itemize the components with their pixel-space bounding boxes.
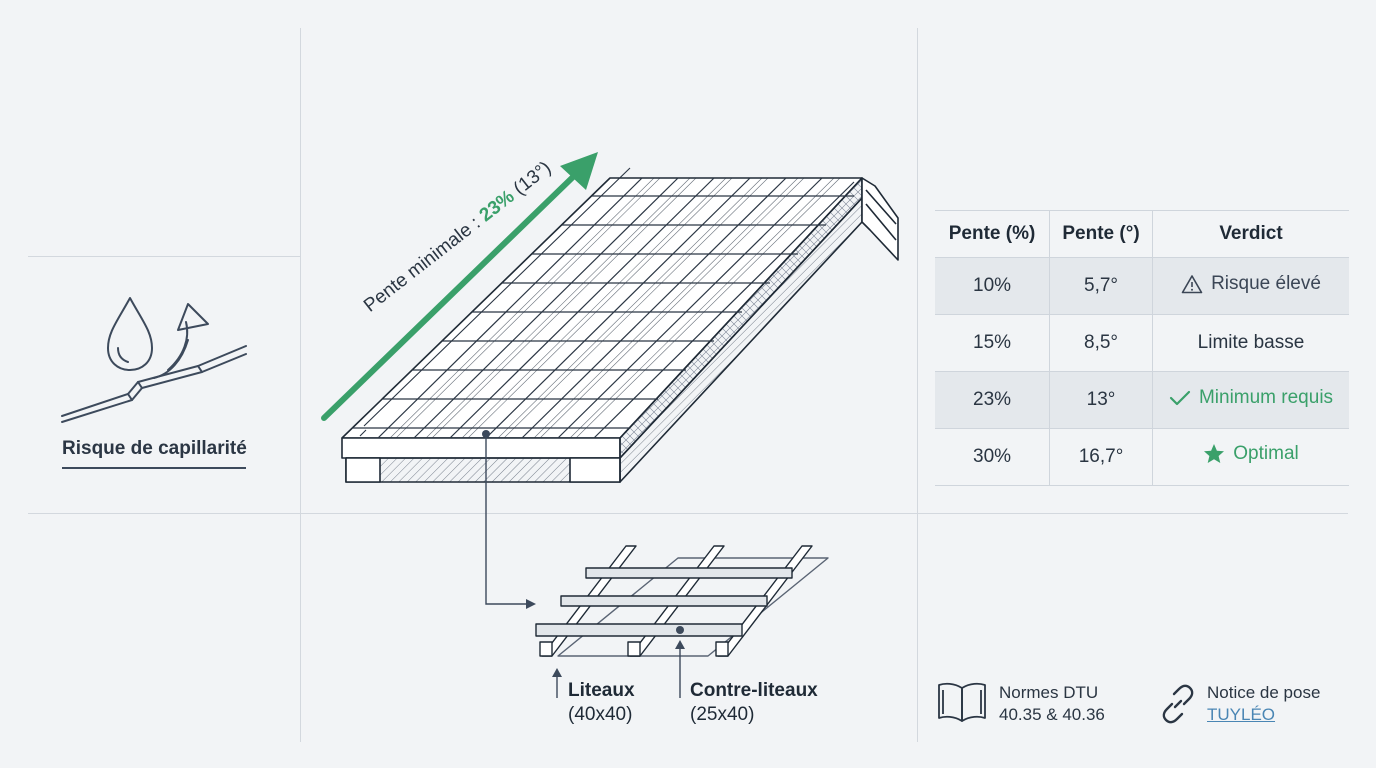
cell-degrees: 16,7° bbox=[1049, 428, 1153, 486]
counter-battens-arrow bbox=[675, 640, 685, 698]
cell-verdict: Minimum requis bbox=[1152, 371, 1349, 429]
check-icon bbox=[1169, 390, 1191, 405]
star-icon bbox=[1204, 444, 1225, 463]
table-row: 15% 8,5° Limite basse bbox=[935, 314, 1349, 372]
norms-line2: 40.35 & 40.36 bbox=[999, 705, 1105, 724]
grid-horizontal-bottom bbox=[28, 513, 1348, 514]
cell-verdict: Limite basse bbox=[1152, 314, 1349, 372]
slope-table: Pente (%) Pente (°) Verdict 10% 5,7° Ris… bbox=[935, 210, 1349, 486]
header-percent: Pente (%) bbox=[935, 210, 1050, 258]
slope-arrow bbox=[321, 152, 598, 421]
battens-illustration bbox=[535, 545, 829, 657]
counter-battens-title: Contre-liteaux bbox=[690, 680, 818, 701]
verdict-label: Risque élevé bbox=[1211, 272, 1321, 294]
battens-size: (40x40) bbox=[568, 704, 633, 725]
counter-battens-size: (25x40) bbox=[690, 704, 755, 725]
norms-line1: Normes DTU bbox=[999, 683, 1099, 702]
table-row: 23% 13° Minimum requis bbox=[935, 371, 1349, 429]
battens-arrow bbox=[552, 668, 562, 698]
header-degrees: Pente (°) bbox=[1049, 210, 1153, 258]
verdict-label: Limite basse bbox=[1197, 332, 1305, 353]
notice-text: Notice de pose TUYLÉO bbox=[1207, 682, 1320, 726]
counter-battens-label: Contre-liteaux (25x40) bbox=[690, 679, 818, 727]
detail-leader bbox=[485, 434, 536, 609]
grid-horizontal-top-left bbox=[28, 256, 300, 257]
grid-vertical-left bbox=[300, 28, 301, 742]
cell-percent: 30% bbox=[935, 428, 1050, 486]
norms-text: Normes DTU 40.35 & 40.36 bbox=[999, 682, 1105, 726]
warning-icon bbox=[1181, 274, 1203, 293]
verdict-label: Optimal bbox=[1233, 443, 1299, 464]
verdict-label: Minimum requis bbox=[1198, 386, 1334, 408]
notice-line1: Notice de pose bbox=[1207, 683, 1321, 702]
cell-percent: 15% bbox=[935, 314, 1050, 372]
cell-degrees: 5,7° bbox=[1049, 257, 1153, 315]
cell-verdict: Risque élevé bbox=[1152, 257, 1349, 315]
grid-vertical-right bbox=[917, 28, 918, 742]
cell-verdict: Optimal bbox=[1152, 428, 1349, 486]
cell-percent: 23% bbox=[935, 371, 1050, 429]
header-verdict: Verdict bbox=[1152, 210, 1349, 258]
cell-degrees: 8,5° bbox=[1049, 314, 1153, 372]
cell-degrees: 13° bbox=[1049, 371, 1153, 429]
table-row: 10% 5,7° Risque élevé bbox=[935, 257, 1349, 315]
link-icon bbox=[1162, 684, 1194, 724]
capillarity-icon bbox=[61, 297, 247, 423]
capillarity-underline bbox=[62, 467, 246, 469]
notice-link[interactable]: TUYLÉO bbox=[1207, 705, 1276, 724]
battens-title: Liteaux bbox=[568, 680, 635, 701]
book-icon bbox=[938, 682, 986, 722]
roof-illustration bbox=[341, 167, 899, 483]
battens-label: Liteaux (40x40) bbox=[568, 679, 635, 727]
cell-percent: 10% bbox=[935, 257, 1050, 315]
capillarity-title: Risque de capillarité bbox=[62, 438, 247, 459]
table-row: 30% 16,7° Optimal bbox=[935, 428, 1349, 486]
table-header-row: Pente (%) Pente (°) Verdict bbox=[935, 210, 1349, 258]
